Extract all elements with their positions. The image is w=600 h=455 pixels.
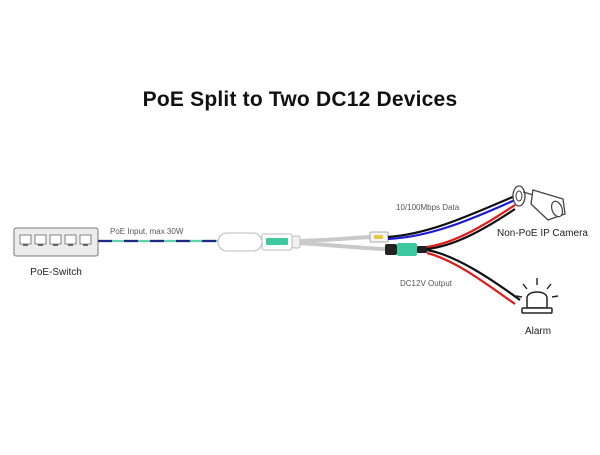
dc-plug-connector [385, 243, 427, 256]
poe-input-label: PoE Input, max 30W [110, 227, 184, 236]
camera-icon [512, 185, 566, 221]
switch-icon [13, 227, 99, 257]
page-title: PoE Split to Two DC12 Devices [142, 88, 458, 111]
alarm-icon [515, 278, 559, 314]
splitter-output-cables [299, 235, 386, 251]
camera-label: Non-PoE IP Camera [497, 228, 588, 239]
rj45-connector [369, 231, 389, 243]
data-wires [387, 194, 516, 241]
data-label: 10/100Mbps Data [396, 203, 460, 212]
power-wires [426, 204, 521, 305]
alarm-label: Alarm [524, 326, 552, 337]
splitter-icon [217, 232, 301, 252]
switch-label: PoE-Switch [30, 267, 82, 278]
dc-output-label: DC12V Output [400, 279, 453, 288]
